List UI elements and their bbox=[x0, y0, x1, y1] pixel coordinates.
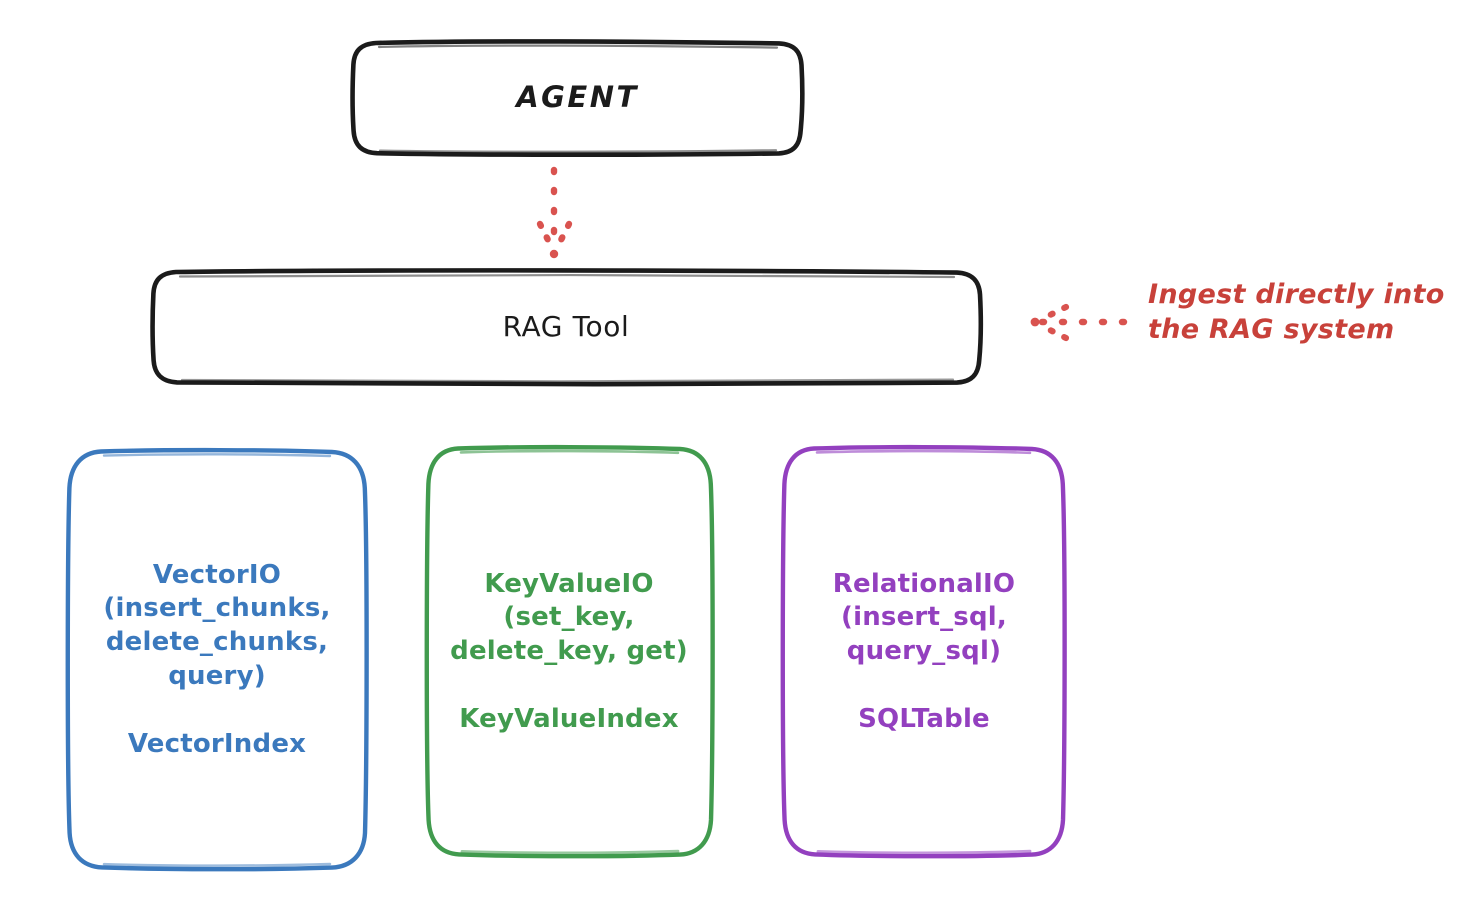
node-rag-tool-label: RAG Tool bbox=[502, 309, 630, 343]
annotation-ingest-directly: Ingest directly into the RAG system bbox=[1148, 279, 1445, 346]
node-relational-io-label: RelationalIO (insert_sql, query_sql) SQL… bbox=[832, 568, 1016, 734]
connector-ingest-to-rag-tool bbox=[1030, 303, 1128, 342]
connector-agent-to-rag-tool bbox=[536, 166, 573, 259]
node-vector-io-label: VectorIO (insert_chunks, delete_chunks, … bbox=[103, 559, 331, 759]
node-relational-io[interactable]: RelationalIO (insert_sql, query_sql) SQL… bbox=[784, 447, 1064, 857]
node-agent[interactable]: AGENT bbox=[353, 42, 802, 154]
node-key-value-io-label: KeyValueIO (set_key, delete_key, get) Ke… bbox=[450, 568, 688, 734]
node-key-value-io[interactable]: KeyValueIO (set_key, delete_key, get) Ke… bbox=[428, 447, 710, 857]
node-vector-io[interactable]: VectorIO (insert_chunks, delete_chunks, … bbox=[68, 450, 366, 870]
node-agent-label: AGENT bbox=[516, 80, 639, 115]
node-rag-tool[interactable]: RAG Tool bbox=[152, 271, 980, 383]
